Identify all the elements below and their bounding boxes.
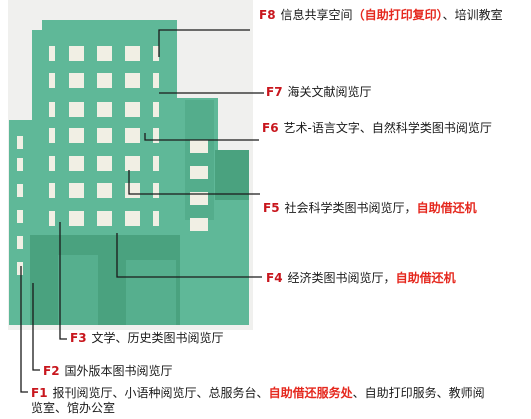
- window: [153, 46, 159, 61]
- window: [49, 128, 55, 143]
- floor-number: F1: [31, 386, 48, 400]
- window: [97, 211, 112, 226]
- floor-description: 艺术-语言文字、自然科学类图书阅览厅: [283, 121, 492, 135]
- window: [153, 183, 159, 198]
- window: [49, 183, 55, 198]
- leader-f3: [59, 222, 67, 340]
- window: [125, 46, 140, 61]
- floor-number: F2: [43, 364, 60, 378]
- floor-description: 社会科学类图书阅览厅，: [284, 201, 417, 215]
- floor-label-f6: F6 艺术-语言文字、自然科学类图书阅览厅: [262, 121, 512, 136]
- window: [17, 136, 23, 149]
- window: [190, 218, 208, 231]
- window: [125, 73, 140, 88]
- window: [69, 183, 84, 198]
- window: [17, 262, 23, 275]
- window: [125, 211, 140, 226]
- window: [17, 236, 23, 249]
- floor-description: 信息共享空间: [280, 8, 353, 22]
- window: [49, 156, 55, 171]
- window: [153, 128, 159, 143]
- leader-f8: [158, 29, 250, 57]
- floor-number: F8: [259, 8, 276, 22]
- window: [17, 158, 23, 171]
- floor-label-f3: F3 文学、历史类图书阅览厅: [70, 331, 224, 346]
- floor-label-f8: F8 信息共享空间（自助打印复印）、培训教室: [259, 8, 527, 23]
- window: [125, 156, 140, 171]
- window: [17, 210, 23, 223]
- entrance-pillar: [58, 255, 98, 325]
- floor-description: 经济类图书阅览厅，: [287, 271, 396, 285]
- window: [97, 128, 112, 143]
- window: [97, 73, 112, 88]
- window: [190, 140, 208, 153]
- highlight-text: 自助借还机: [395, 271, 456, 285]
- window: [69, 156, 84, 171]
- window: [153, 102, 159, 117]
- highlight-text: （自助打印复印）: [352, 8, 443, 22]
- floor-label-f7: F7 海关文献阅览厅: [266, 85, 372, 100]
- highlight-text: 自助借还机: [416, 201, 477, 215]
- floor-description: 、培训教室: [442, 8, 503, 22]
- leader-f4: [116, 233, 262, 278]
- window: [69, 128, 84, 143]
- window: [97, 46, 112, 61]
- floor-number: F4: [266, 271, 283, 285]
- window: [125, 102, 140, 117]
- window: [125, 128, 140, 143]
- window: [49, 46, 55, 61]
- floor-label-f5: F5 社会科学类图书阅览厅，自助借还机: [263, 201, 477, 216]
- floor-label-f1: F1 报刊阅览厅、小语种阅览厅、总服务台、自助借还服务处、自助打印服务、教师阅览室…: [31, 386, 491, 416]
- floor-number: F6: [262, 121, 279, 135]
- floor-number: F7: [266, 85, 283, 99]
- window: [190, 192, 208, 205]
- window: [153, 211, 159, 226]
- floor-description: 、自助打印服务、教师阅览室、馆办公室: [31, 386, 485, 415]
- window: [17, 184, 23, 197]
- window: [97, 102, 112, 117]
- floor-number: F5: [263, 201, 280, 215]
- floor-description: 报刊阅览厅、小语种阅览厅、总服务台、: [52, 386, 269, 400]
- window: [69, 102, 84, 117]
- window: [153, 156, 159, 171]
- entrance-pillar: [126, 260, 176, 325]
- leader-f5: [128, 170, 260, 195]
- window: [97, 183, 112, 198]
- window: [69, 73, 84, 88]
- window: [97, 156, 112, 171]
- window: [125, 183, 140, 198]
- floor-label-f2: F2 国外版本图书阅览厅: [43, 364, 173, 379]
- leader-f1: [20, 266, 28, 393]
- annex-lower: [177, 200, 249, 325]
- floor-description: 文学、历史类图书阅览厅: [91, 331, 224, 345]
- window: [49, 211, 55, 226]
- window: [190, 166, 208, 179]
- window: [69, 211, 84, 226]
- floor-description: 国外版本图书阅览厅: [64, 364, 173, 378]
- floor-description: 海关文献阅览厅: [287, 85, 372, 99]
- window: [69, 46, 84, 61]
- window: [49, 102, 55, 117]
- leader-f2: [32, 283, 40, 371]
- leader-f6: [144, 133, 259, 141]
- window: [49, 73, 55, 88]
- window: [153, 73, 159, 88]
- highlight-text: 自助借还服务处: [268, 386, 353, 400]
- floor-number: F3: [70, 331, 87, 345]
- floor-label-f4: F4 经济类图书阅览厅，自助借还机: [266, 271, 456, 286]
